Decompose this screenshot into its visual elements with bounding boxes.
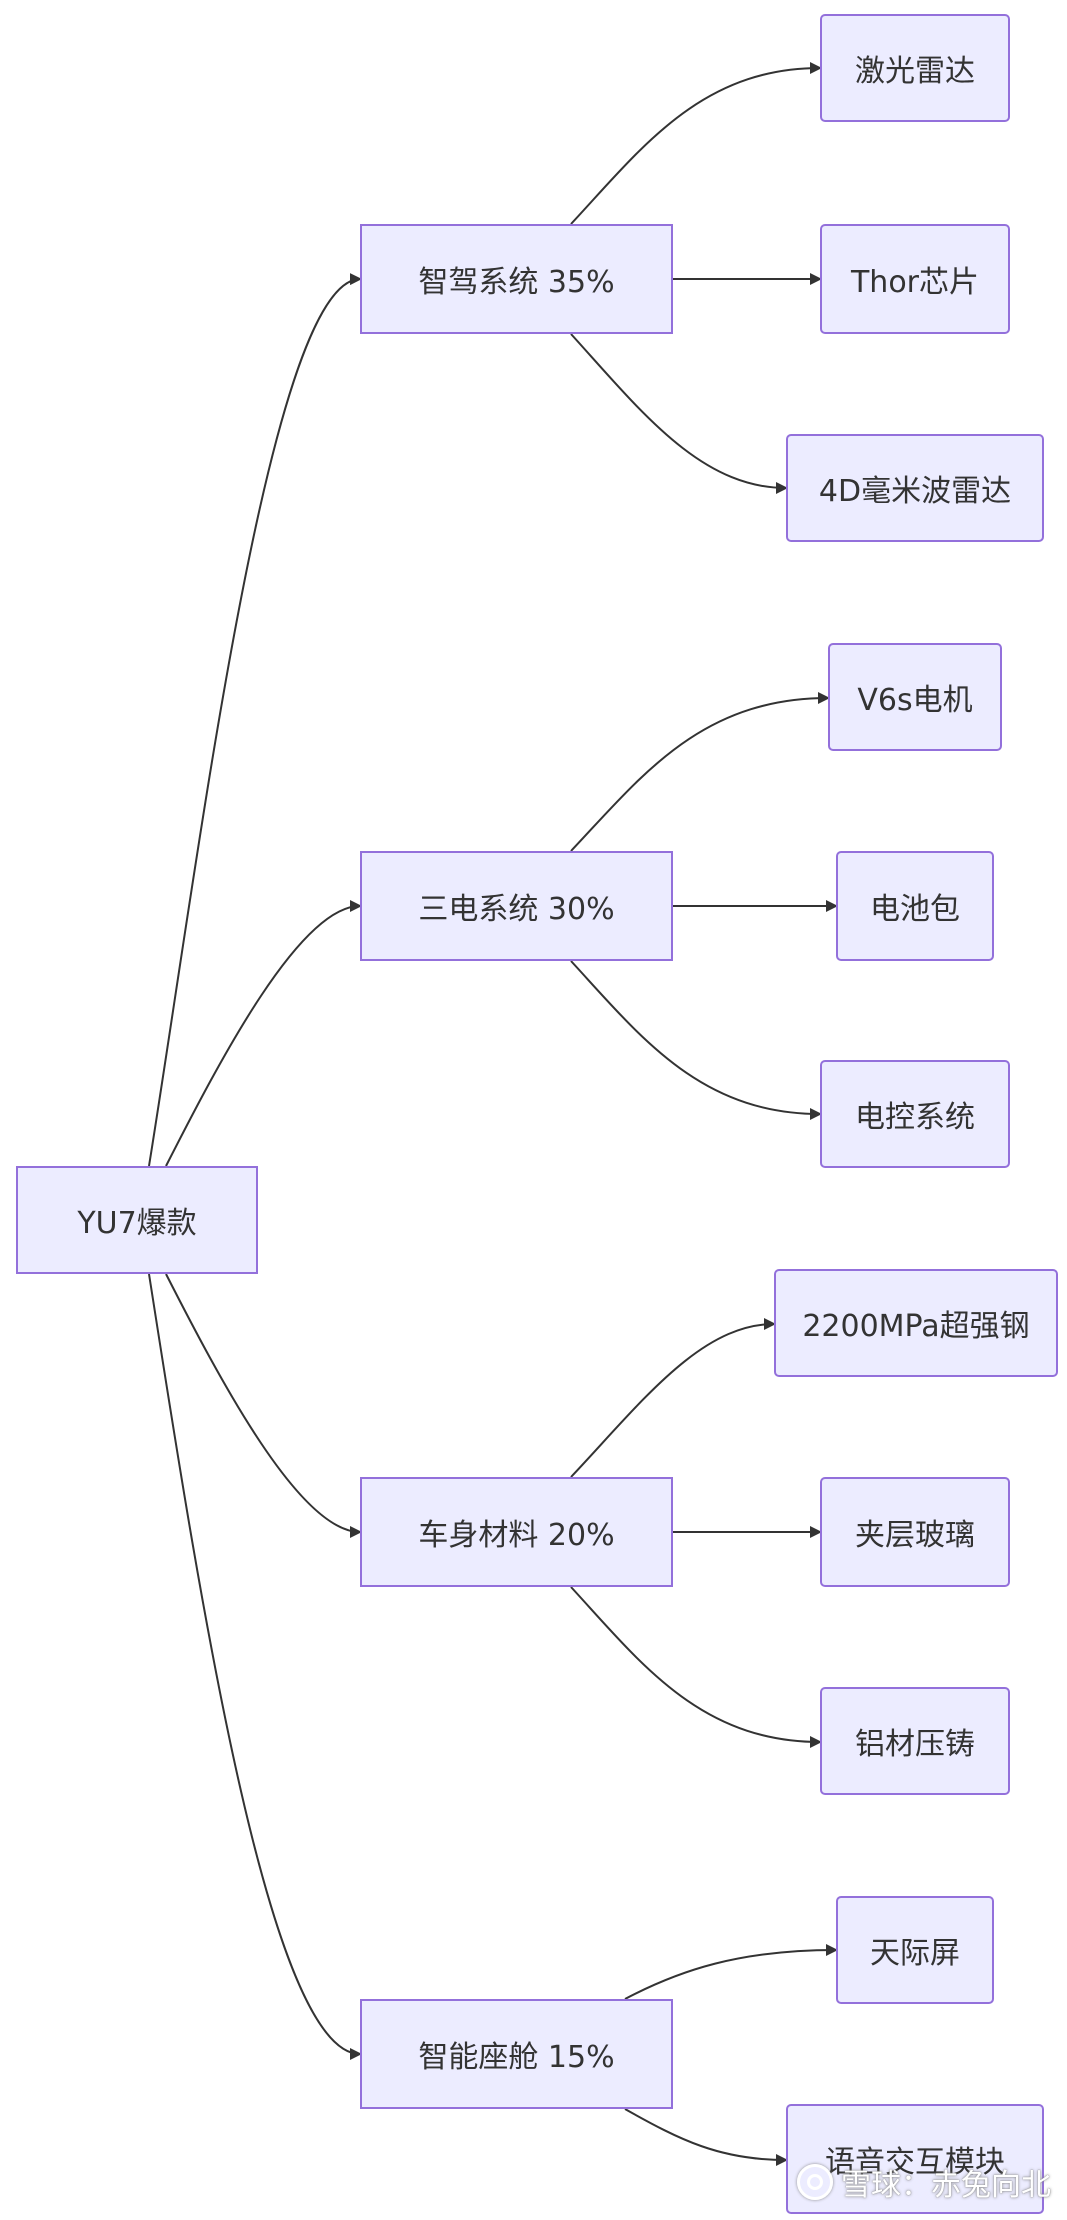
edge-cat0-child2 <box>570 333 788 494</box>
edge-cat3-child0 <box>624 1944 838 2000</box>
edge-root-cat-0 <box>148 273 362 1167</box>
child-node-thor-chip[interactable]: Thor芯片 <box>820 224 1010 334</box>
child-node-label: 夹层玻璃 <box>855 1518 975 1553</box>
edge-cat2-child0 <box>570 1318 776 1478</box>
child-node-label: 激光雷达 <box>855 54 975 89</box>
category-node-adas[interactable]: 智驾系统 35% <box>360 224 673 334</box>
child-node-label: 电控系统 <box>855 1100 975 1135</box>
child-node-label: Thor芯片 <box>850 265 980 300</box>
category-node-body-materials[interactable]: 车身材料 20% <box>360 1477 673 1587</box>
edge-root-cat-2 <box>165 1273 362 1538</box>
child-node-sky-screen[interactable]: 天际屏 <box>836 1896 994 2004</box>
edge-cat3-child1 <box>624 2108 788 2166</box>
category-node-label: 智能座舱 15% <box>418 2040 615 2075</box>
edge-cat0-child0 <box>570 62 822 225</box>
category-node-powertrain[interactable]: 三电系统 30% <box>360 851 673 961</box>
child-node-label: 天际屏 <box>870 1936 960 1971</box>
watermark: 雪球：赤兔向北 <box>797 2160 1051 2204</box>
child-node-label: 铝材压铸 <box>855 1727 975 1762</box>
child-node-electric-control[interactable]: 电控系统 <box>820 1060 1010 1168</box>
child-node-label: 4D毫米波雷达 <box>818 474 1012 509</box>
child-node-laminated-glass[interactable]: 夹层玻璃 <box>820 1477 1010 1587</box>
child-node-label: V6s电机 <box>857 683 973 718</box>
child-node-ultra-high-strength-steel[interactable]: 2200MPa超强钢 <box>774 1269 1058 1377</box>
child-node-voice-interaction[interactable]: 语音交互模块 <box>786 2104 1044 2214</box>
watermark-text: 雪球：赤兔向北 <box>841 2168 1051 2203</box>
edge-cat2-child2 <box>570 1586 822 1748</box>
child-node-aluminum-casting[interactable]: 铝材压铸 <box>820 1687 1010 1795</box>
child-node-4d-radar[interactable]: 4D毫米波雷达 <box>786 434 1044 542</box>
child-node-label: 语音交互模块 <box>825 2145 1005 2180</box>
category-node-label: 智驾系统 35% <box>418 265 615 300</box>
child-node-lidar[interactable]: 激光雷达 <box>820 14 1010 122</box>
edge-root-cat-1 <box>165 900 362 1167</box>
root-node[interactable]: YU7爆款 <box>16 1166 258 1274</box>
edge-cat1-child2 <box>570 960 822 1120</box>
child-node-label: 2200MPa超强钢 <box>802 1309 1030 1344</box>
snowball-logo-icon <box>797 2164 833 2200</box>
category-node-smart-cockpit[interactable]: 智能座舱 15% <box>360 1999 673 2109</box>
category-node-label: 车身材料 20% <box>418 1518 615 1553</box>
edge-root-cat-3 <box>148 1273 362 2060</box>
category-node-label: 三电系统 30% <box>418 892 615 927</box>
child-node-label: 电池包 <box>870 892 960 927</box>
child-node-battery-pack[interactable]: 电池包 <box>836 851 994 961</box>
root-node-label: YU7爆款 <box>77 1206 197 1241</box>
child-node-v6s-motor[interactable]: V6s电机 <box>828 643 1002 751</box>
edge-cat1-child0 <box>570 692 830 852</box>
